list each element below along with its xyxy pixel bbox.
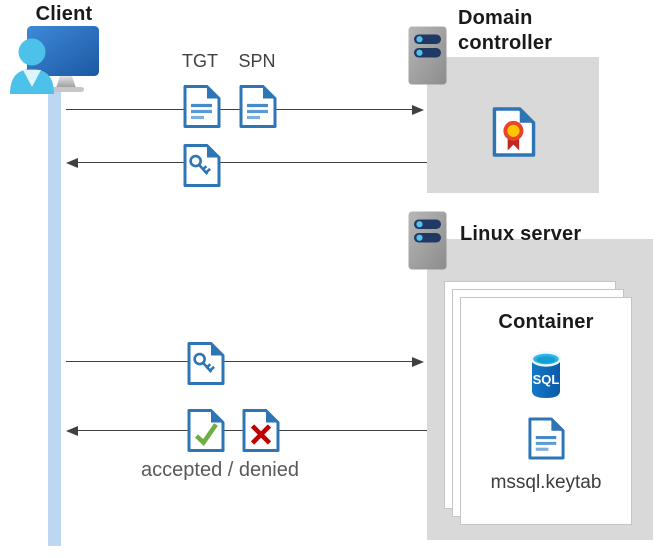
service-ticket-key-icon <box>182 143 222 188</box>
sql-database-icon: SQL <box>530 351 562 398</box>
client-lifeline <box>48 88 61 546</box>
client-label: Client <box>35 3 93 25</box>
keytab-document-icon <box>527 416 566 461</box>
client-icon <box>10 26 99 94</box>
ticket-key-to-linux-icon <box>186 341 226 386</box>
container-card: Container SQL mssql.keytab <box>460 297 632 525</box>
spn-label: SPN <box>238 51 276 71</box>
sql-label: SQL <box>533 372 560 387</box>
spn-document-icon <box>238 84 278 129</box>
domain-controller-label: Domain controller <box>458 7 553 54</box>
accepted-document-icon <box>186 408 226 453</box>
linux-server-icon <box>408 211 447 270</box>
container-title: Container <box>498 311 594 333</box>
certificate-document-icon <box>491 106 537 158</box>
tgt-label: TGT <box>182 51 218 71</box>
domain-controller-server-icon <box>408 26 447 85</box>
result-label: accepted / denied <box>141 459 299 481</box>
tgt-document-icon <box>182 84 222 129</box>
keytab-label: mssql.keytab <box>490 472 602 493</box>
linux-server-label: Linux server <box>460 223 582 245</box>
denied-document-icon <box>241 408 281 453</box>
